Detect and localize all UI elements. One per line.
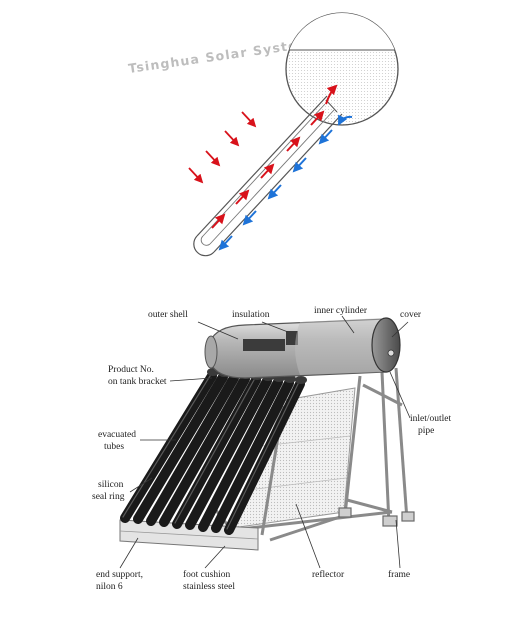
label-cover: cover <box>400 310 422 320</box>
label-inlet-outlet: inlet/outlet <box>410 414 452 424</box>
solar-water-heater-drawing: outer shell insulation inner cylinder co… <box>92 306 452 592</box>
hot-water-up-arrow <box>325 84 338 105</box>
hot-water-up-arrow <box>260 163 275 179</box>
label-inner-cylinder: inner cylinder <box>314 306 368 316</box>
label-silicon-seal-line2: seal ring <box>92 492 125 502</box>
part-labels: outer shell insulation inner cylinder co… <box>92 306 452 592</box>
incoming-sunlight-arrow <box>188 167 204 184</box>
label-foot-cushion: foot cushion <box>183 569 230 580</box>
label-insulation: insulation <box>232 310 270 320</box>
hot-water-flow <box>211 84 338 229</box>
label-end-support-line2: nilon 6 <box>96 582 123 592</box>
incoming-sunlight-arrow <box>241 111 257 128</box>
storage-tank <box>204 317 401 379</box>
label-outer-shell: outer shell <box>148 310 188 320</box>
tank-cross-section <box>285 12 399 126</box>
label-product-no: Product No. <box>108 365 154 375</box>
incoming-sunlight-arrow <box>205 150 221 167</box>
working-principle-diagram: Tsinghua Solar Systems Ltd. <box>127 12 399 257</box>
hot-water-up-arrow <box>310 110 325 126</box>
label-evacuated-tubes: evacuated <box>98 430 136 440</box>
label-evacuated-tubes-line2: tubes <box>104 442 124 452</box>
evacuated-tubes <box>120 371 305 535</box>
cold-water-down-arrow <box>318 129 333 145</box>
leader-lines <box>119 315 411 569</box>
hot-water-up-arrow <box>211 213 226 229</box>
label-foot-cushion-line2: stainless steel <box>183 582 235 592</box>
cold-water-down-arrow <box>242 210 257 226</box>
hot-water-up-arrow <box>235 189 250 205</box>
label-silicon-seal: silicon <box>98 480 124 490</box>
label-product-no-line2: on tank bracket <box>108 377 167 387</box>
hot-water-up-arrow <box>286 136 301 152</box>
sun-ray-arrows <box>188 111 257 184</box>
incoming-sunlight-arrow <box>224 130 240 147</box>
cold-water-down-arrow <box>292 157 307 173</box>
cold-water-down-arrow <box>218 235 233 251</box>
cold-water-down-arrow <box>267 184 282 200</box>
cold-water-flow <box>218 114 353 251</box>
label-reflector: reflector <box>312 569 345 580</box>
label-inlet-outlet-line2: pipe <box>418 426 434 436</box>
cold-water-down-arrow <box>338 114 353 126</box>
tank-cover-cap <box>371 317 401 373</box>
label-frame: frame <box>388 569 410 580</box>
label-end-support: end support, <box>96 570 143 580</box>
